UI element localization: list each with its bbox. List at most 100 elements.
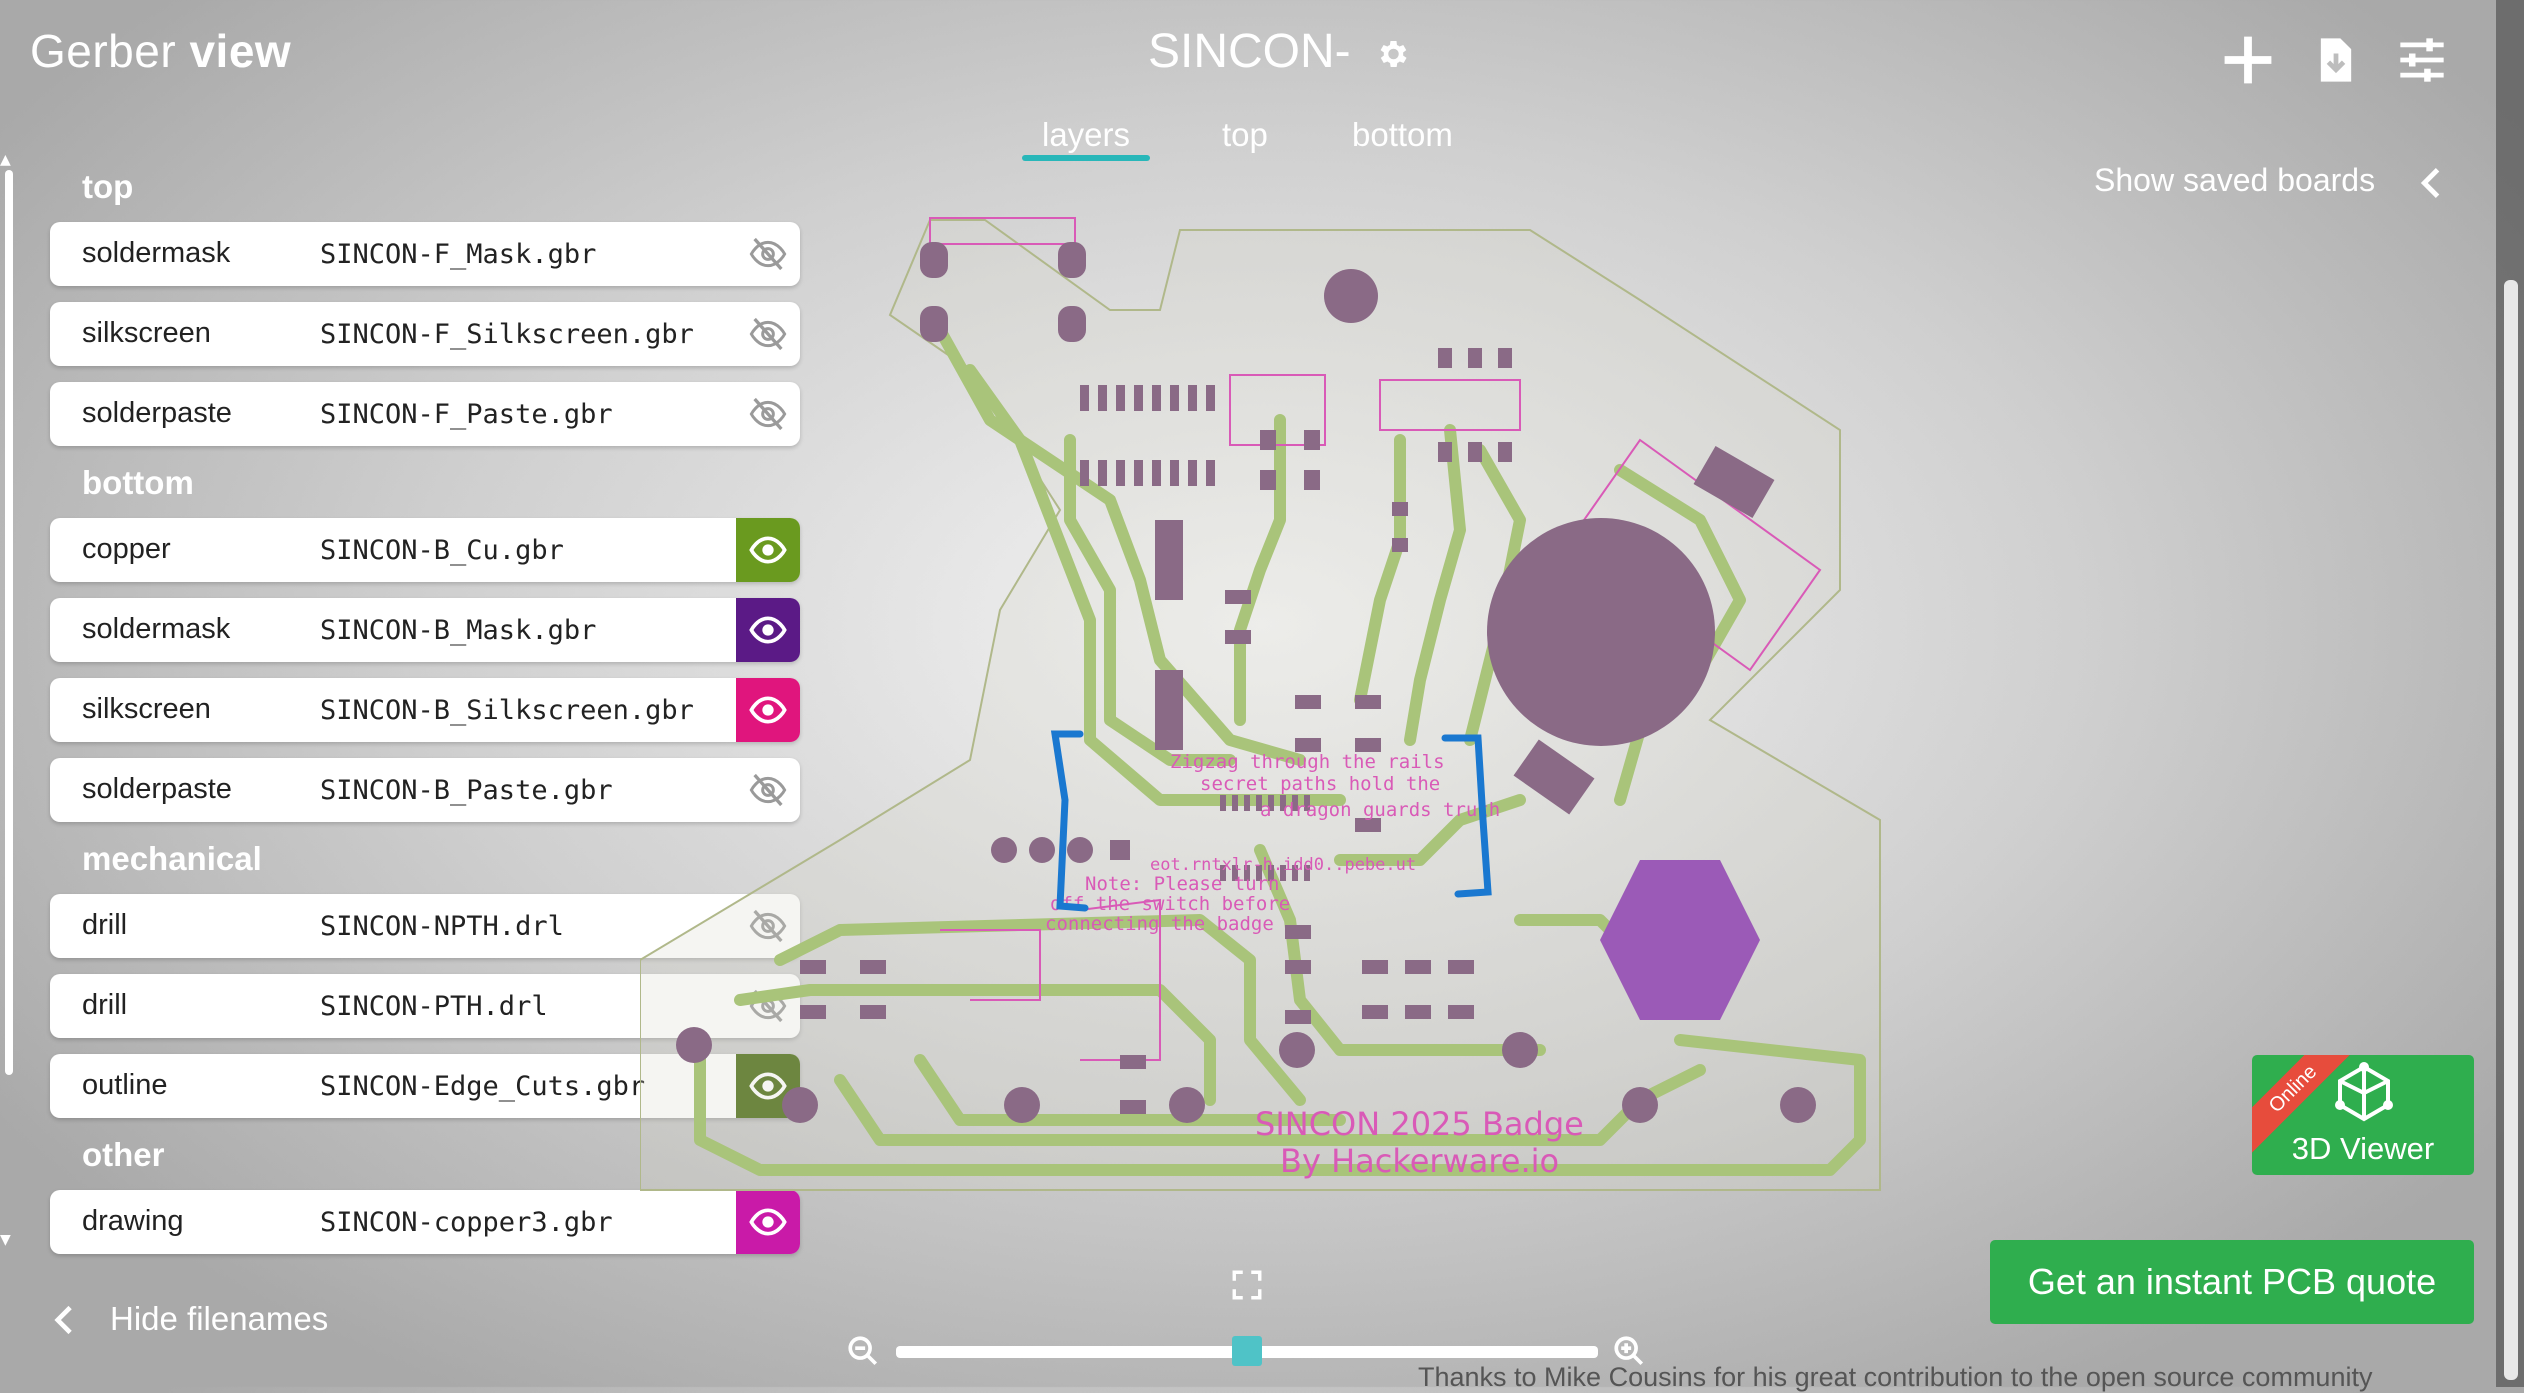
layer-row-mechanical-drill[interactable]: drill SINCON-PTH.drl bbox=[50, 974, 800, 1038]
layer-row-bottom-soldermask[interactable]: soldermask SINCON-B_Mask.gbr bbox=[50, 598, 800, 662]
secret-text: eot.rntxlr-h.idd0..pebe.ut bbox=[1150, 855, 1416, 875]
visibility-toggle-off[interactable] bbox=[736, 222, 800, 286]
note-line-1: Note: Please turn bbox=[1085, 873, 1279, 895]
layer-type: drill bbox=[82, 989, 128, 1021]
gear-icon[interactable] bbox=[1374, 36, 1410, 72]
zoom-out-icon[interactable] bbox=[846, 1334, 880, 1368]
layer-row-bottom-silkscreen[interactable]: silkscreen SINCON-B_Silkscreen.gbr bbox=[50, 678, 800, 742]
layer-filename: SINCON-B_Silkscreen.gbr bbox=[320, 695, 694, 726]
eye-off-icon bbox=[749, 317, 787, 351]
layer-type: outline bbox=[82, 1069, 168, 1101]
visibility-toggle-on[interactable] bbox=[736, 678, 800, 742]
eye-off-icon bbox=[749, 909, 787, 943]
plus-icon[interactable] bbox=[2222, 34, 2274, 86]
visibility-toggle-off[interactable] bbox=[736, 382, 800, 446]
visibility-toggle-on[interactable] bbox=[736, 598, 800, 662]
chevron-left-icon[interactable] bbox=[2418, 166, 2442, 200]
layer-filename: SINCON-B_Cu.gbr bbox=[320, 535, 564, 566]
settings-sliders-icon[interactable] bbox=[2396, 34, 2448, 86]
layer-type: silkscreen bbox=[82, 317, 211, 349]
layer-filename: SINCON-F_Silkscreen.gbr bbox=[320, 319, 694, 350]
group-title-mechanical: mechanical bbox=[82, 840, 262, 877]
instant-quote-button[interactable]: Get an instant PCB quote bbox=[1990, 1240, 2474, 1324]
visibility-toggle-on[interactable] bbox=[736, 518, 800, 582]
group-title-other: other bbox=[82, 1136, 165, 1173]
visibility-toggle-off[interactable] bbox=[736, 302, 800, 366]
layer-filename: SINCON-copper3.gbr bbox=[320, 1207, 613, 1238]
layer-row-mechanical-outline[interactable]: outline SINCON-Edge_Cuts.gbr bbox=[50, 1054, 800, 1118]
chevron-left-icon[interactable] bbox=[52, 1304, 74, 1336]
mask-pads bbox=[676, 242, 1816, 1123]
tab-layers[interactable]: layers bbox=[1042, 116, 1131, 153]
badge-subtitle: By Hackerware.io bbox=[1280, 1142, 1559, 1180]
scroll-up-arrow[interactable]: ▲ bbox=[0, 152, 11, 168]
layer-filename: SINCON-F_Mask.gbr bbox=[320, 239, 597, 270]
page-scrollbar-thumb[interactable] bbox=[2504, 280, 2518, 1380]
file-download-icon[interactable] bbox=[2310, 34, 2362, 86]
eye-off-icon bbox=[749, 237, 787, 271]
layer-type: silkscreen bbox=[82, 693, 211, 725]
group-title-bottom: bottom bbox=[82, 464, 194, 501]
badge-title: SINCON 2025 Badge bbox=[1255, 1105, 1584, 1143]
tab-bottom[interactable]: bottom bbox=[1352, 116, 1453, 153]
brand-bold: view bbox=[189, 25, 292, 77]
zigzag-line-3: a dragon guards truth bbox=[1260, 799, 1500, 821]
hide-filenames-toggle[interactable]: Hide filenames bbox=[110, 1300, 329, 1337]
app-brand: Gerber view bbox=[30, 24, 291, 78]
visibility-toggle-on[interactable] bbox=[736, 1190, 800, 1254]
note-line-2: off the switch before bbox=[1050, 893, 1290, 915]
layer-filename: SINCON-PTH.drl bbox=[320, 991, 548, 1022]
eye-icon bbox=[749, 1072, 787, 1100]
visibility-toggle-off[interactable] bbox=[736, 758, 800, 822]
eye-icon bbox=[749, 696, 787, 724]
silk-text: Note: Please turn off the switch before … bbox=[1045, 751, 1584, 1180]
pcb-preview[interactable]: Note: Please turn off the switch before … bbox=[640, 200, 1900, 1200]
zoom-in-icon[interactable] bbox=[1612, 1334, 1646, 1368]
show-saved-boards-link[interactable]: Show saved boards bbox=[2094, 162, 2376, 198]
eye-icon bbox=[749, 536, 787, 564]
fullscreen-icon[interactable] bbox=[1230, 1268, 1264, 1302]
layer-type: drill bbox=[82, 909, 128, 941]
layer-row-bottom-copper[interactable]: copper SINCON-B_Cu.gbr bbox=[50, 518, 800, 582]
3d-viewer-label: 3D Viewer bbox=[2291, 1131, 2435, 1166]
layer-filename: SINCON-B_Mask.gbr bbox=[320, 615, 597, 646]
layer-row-mechanical-drill[interactable]: drill SINCON-NPTH.drl bbox=[50, 894, 800, 958]
drawing-brackets bbox=[1050, 730, 1492, 912]
eye-icon bbox=[749, 616, 787, 644]
zigzag-line-1: Zigzag through the rails bbox=[1170, 751, 1445, 773]
layer-row-top-silkscreen[interactable]: silkscreen SINCON-F_Silkscreen.gbr bbox=[50, 302, 800, 366]
group-title-top: top bbox=[82, 168, 134, 205]
scroll-down-arrow[interactable]: ▼ bbox=[0, 1232, 11, 1248]
cube-icon bbox=[2335, 1062, 2393, 1122]
eye-icon bbox=[749, 1208, 787, 1236]
ic-pins bbox=[800, 348, 1512, 1114]
layer-type: drawing bbox=[82, 1205, 184, 1237]
active-tab-indicator bbox=[1022, 155, 1150, 161]
layer-row-bottom-solderpaste[interactable]: solderpaste SINCON-B_Paste.gbr bbox=[50, 758, 800, 822]
layer-filename: SINCON-NPTH.drl bbox=[320, 911, 564, 942]
layer-row-top-solderpaste[interactable]: solderpaste SINCON-F_Paste.gbr bbox=[50, 382, 800, 446]
layers-scrollbar[interactable] bbox=[5, 170, 13, 1075]
zoom-slider-thumb[interactable] bbox=[1232, 1336, 1262, 1366]
note-line-3: connecting the badge bbox=[1045, 913, 1274, 935]
tab-top[interactable]: top bbox=[1222, 116, 1268, 153]
layer-type: solderpaste bbox=[82, 397, 232, 429]
brand-light: Gerber bbox=[30, 25, 190, 77]
layer-type: soldermask bbox=[82, 237, 231, 269]
board-title: SINCON- bbox=[1148, 25, 1351, 78]
visibility-toggle-off[interactable] bbox=[736, 894, 800, 958]
board-outline bbox=[640, 219, 1881, 1191]
layer-row-top-soldermask[interactable]: soldermask SINCON-F_Mask.gbr bbox=[50, 222, 800, 286]
layer-filename: SINCON-F_Paste.gbr bbox=[320, 399, 613, 430]
layer-type: solderpaste bbox=[82, 773, 232, 805]
layer-filename: SINCON-Edge_Cuts.gbr bbox=[320, 1071, 646, 1102]
eye-off-icon bbox=[749, 773, 787, 807]
layer-filename: SINCON-B_Paste.gbr bbox=[320, 775, 613, 806]
eye-off-icon bbox=[749, 397, 787, 431]
layer-type: soldermask bbox=[82, 613, 231, 645]
layer-type: copper bbox=[82, 533, 171, 565]
zigzag-line-2: secret paths hold the bbox=[1200, 773, 1440, 795]
3d-viewer-button[interactable]: Online 3D Viewer bbox=[2252, 1055, 2474, 1175]
footer-thanks: Thanks to Mike Cousins for his great con… bbox=[1418, 1362, 2373, 1392]
layer-row-other-drawing[interactable]: drawing SINCON-copper3.gbr bbox=[50, 1190, 800, 1254]
